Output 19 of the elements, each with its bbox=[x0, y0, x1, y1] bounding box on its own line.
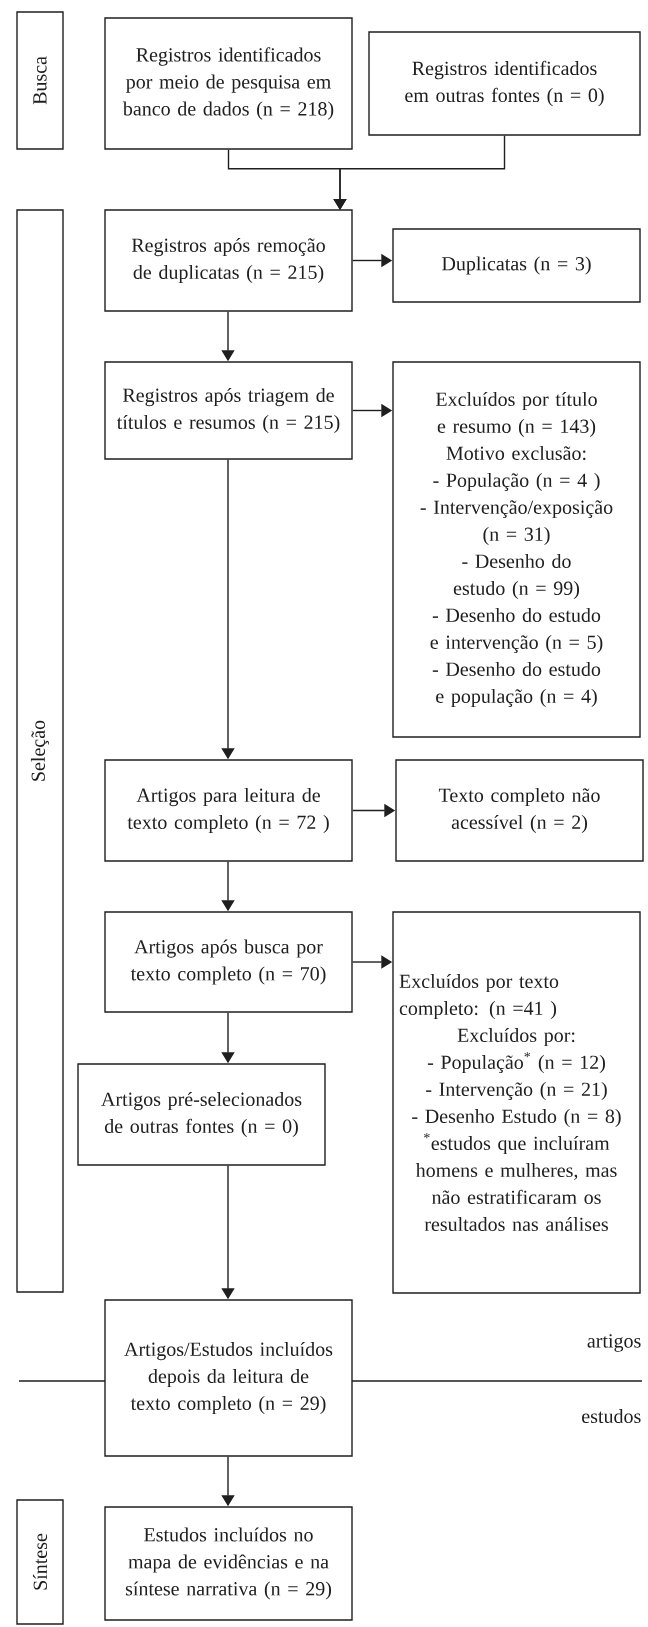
process-box: Registros após remoção de duplicatas (n = 215) bbox=[104, 209, 353, 312]
process-box: Excluídos por texto completo: (n =41 ) Excluídos por: - População$^{*}$ (n = 12) - Intervenção (n = 21) - Desenho Estudo (n = 8) $^{*}$estudos que incluíram homens e mulheres, mas não estratificaram os resultados nas análises bbox=[392, 911, 641, 1294]
process-box: Registros após triagem de títulos e resumos (n = 215) bbox=[104, 361, 353, 460]
stage-band: Busca bbox=[16, 11, 64, 150]
side-label: estudos bbox=[582, 1409, 641, 1424]
process-box: Artigos após busca por texto completo (n = 70) bbox=[104, 911, 353, 1013]
process-box: Duplicatas (n = 3) bbox=[392, 228, 641, 303]
side-label: artigos bbox=[587, 1334, 641, 1352]
process-box: Registros identificados por meio de pesquisa em banco de dados (n = 218) bbox=[104, 17, 353, 150]
stage-band: Seleção bbox=[16, 209, 64, 1293]
process-box: Artigos pré-selecionados de outras fontes (n = 0) bbox=[77, 1063, 326, 1166]
process-box: Artigos/Estudos incluídos depois da leitura de texto completo (n = 29) bbox=[104, 1299, 353, 1457]
process-box: Texto completo não acessível (n = 2) bbox=[395, 759, 644, 862]
process-box: Registros identificados em outras fontes (n = 0) bbox=[368, 31, 641, 136]
process-box: Artigos para leitura de texto completo (n = 72 ) bbox=[104, 759, 353, 862]
process-box: Estudos incluídos no mapa de evidências e na síntese narrativa (n = 29) bbox=[104, 1506, 353, 1621]
stage-band: Síntese bbox=[16, 1499, 64, 1625]
arrow bbox=[333, 135, 506, 210]
process-box: Excluídos por título e resumo (n = 143) Motivo exclusão: - População (n = 4 ) - Intervenção/exposição (n = 31) - Desenho do estudo (n = 99) - Desenho do estudo e intervenção (n = 5) - Desenho do estudo e população (n = 4) bbox=[392, 361, 641, 738]
